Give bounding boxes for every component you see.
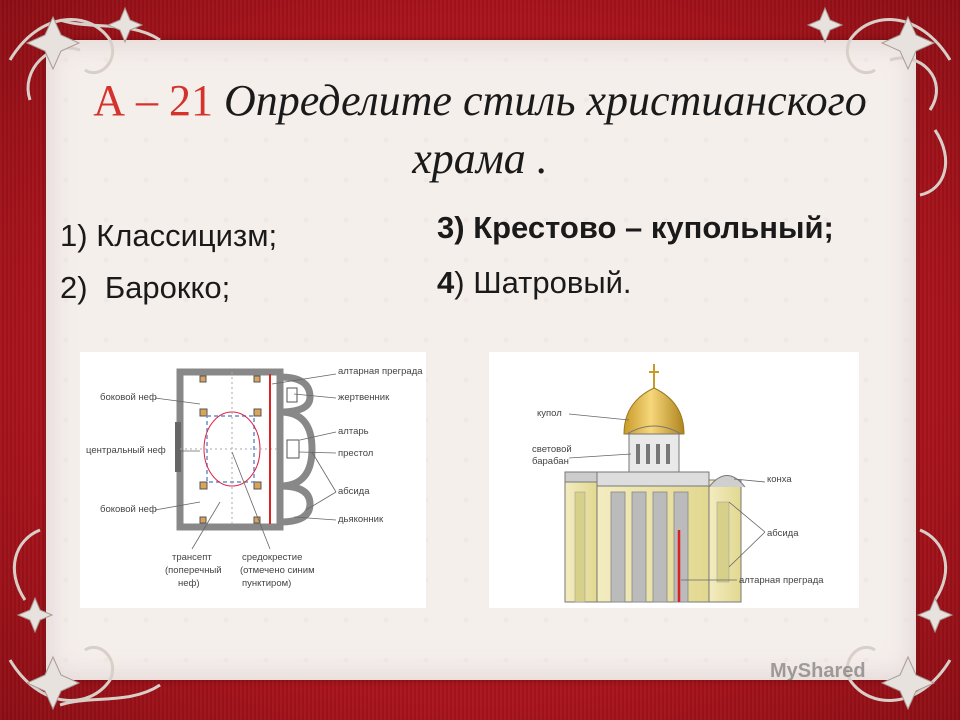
option-4-text: Шатровый. bbox=[473, 265, 632, 300]
label-dome: купол bbox=[537, 408, 562, 419]
label-drum-1: световой bbox=[532, 444, 572, 455]
ornament-top-left-icon bbox=[8, 6, 161, 101]
label-transept-2: (поперечный bbox=[165, 565, 222, 576]
label-crossing-1: средокрестие bbox=[242, 552, 302, 563]
watermark: MyShared bbox=[770, 660, 866, 682]
label-altar-barrier: алтарная преграда bbox=[338, 366, 423, 377]
church-plan-diagram: алтарная преграда жертвенник алтарь прес… bbox=[80, 352, 426, 608]
church-plan-svg: алтарная преграда жертвенник алтарь прес… bbox=[86, 366, 423, 589]
label-crossing-3: пунктиром) bbox=[242, 578, 291, 589]
label-apse: абсида bbox=[767, 528, 799, 539]
option-1-text: Классицизм; bbox=[96, 218, 278, 253]
label-side-nave-top: боковой неф bbox=[100, 392, 157, 403]
title-text-line1: Определите стиль христианского bbox=[224, 76, 867, 125]
label-throne: престол bbox=[338, 448, 373, 459]
slide-title: А – 21 Определите стиль христианского хр… bbox=[55, 72, 905, 188]
label-apse: абсида bbox=[338, 486, 370, 497]
option-4-suffix: ) bbox=[454, 265, 465, 300]
ornament-bottom-right-icon bbox=[845, 528, 954, 711]
label-concha: конха bbox=[767, 474, 792, 485]
option-3-text: Крестово – купольный; bbox=[473, 210, 834, 245]
title-text-line2: храма . bbox=[412, 134, 548, 183]
option-2-num: 2) bbox=[60, 270, 88, 305]
option-3: 3) Крестово – купольный; bbox=[437, 210, 834, 246]
church-section-diagram: купол световой барабан конха абсида алта… bbox=[489, 352, 859, 608]
label-altar-barrier: алтарная преграда bbox=[739, 575, 824, 586]
label-transept-3: неф) bbox=[178, 578, 200, 589]
label-drum-2: барабан bbox=[532, 456, 569, 467]
title-number: А – 21 bbox=[93, 76, 214, 125]
option-3-num: 3) bbox=[437, 210, 465, 245]
ornament-bottom-left-icon bbox=[8, 528, 161, 711]
option-4: 4) Шатровый. bbox=[437, 265, 632, 301]
church-section-svg: купол световой барабан конха абсида алта… bbox=[532, 364, 824, 603]
label-diaconicon: дьяконник bbox=[338, 514, 384, 525]
label-transept-1: трансепт bbox=[172, 552, 212, 563]
option-1-num: 1) bbox=[60, 218, 88, 253]
label-crossing-2: (отмечено синим bbox=[240, 565, 315, 576]
label-altar: алтарь bbox=[338, 426, 369, 437]
option-4-num: 4 bbox=[437, 265, 455, 300]
option-2: 2) Барокко; bbox=[60, 270, 230, 306]
option-2-text: Барокко; bbox=[104, 270, 231, 305]
label-side-nave-bottom: боковой неф bbox=[100, 504, 157, 515]
label-prothesis: жертвенник bbox=[338, 392, 390, 403]
label-central-nave: центральный неф bbox=[86, 445, 166, 456]
option-1: 1) Классицизм; bbox=[60, 218, 277, 254]
ornament-top-right-icon bbox=[806, 6, 952, 197]
